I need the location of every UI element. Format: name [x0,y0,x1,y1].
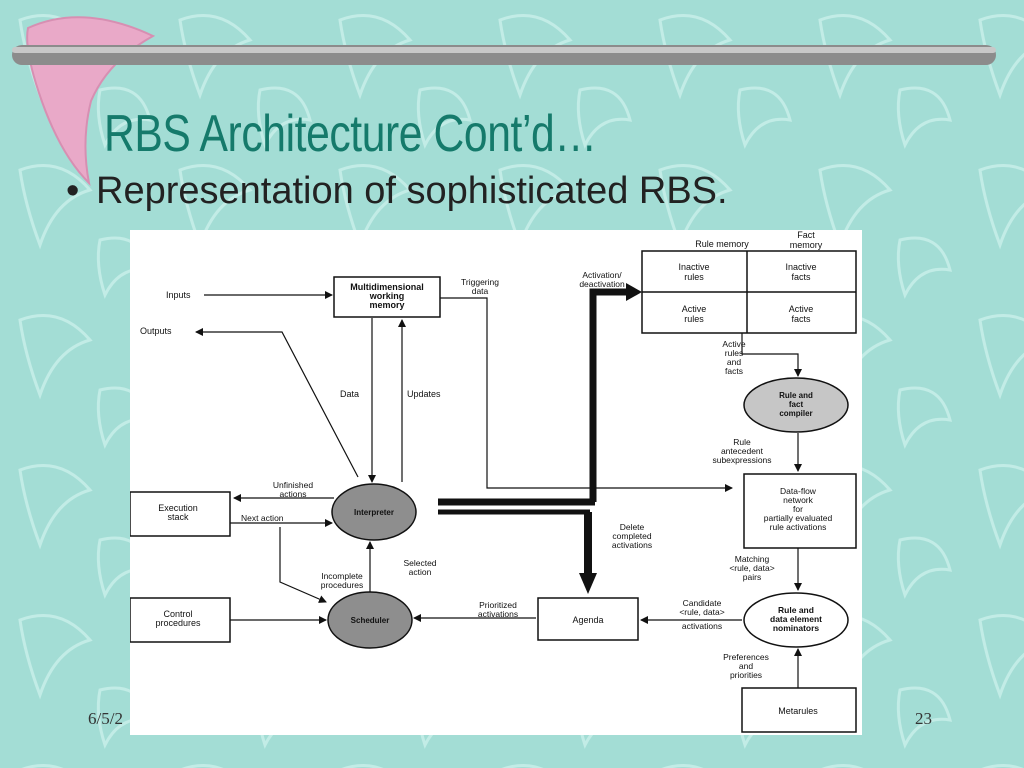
rule-memory-header: Rule memory [695,239,749,249]
outputs-label: Outputs [140,326,172,336]
data-label: Data [340,389,359,399]
activation-label: Activation/deactivation [579,270,625,289]
bullet-item: • Representation of sophisticated RBS. [66,170,728,213]
footer-date: 6/5/2 [88,709,123,728]
inputs-label: Inputs [166,290,191,300]
bullet-marker: • [66,170,80,212]
slide-title: RBS Architecture Cont’d… [104,105,597,163]
agenda-box [537,597,639,641]
nominators-node [743,592,849,648]
agenda-label: Agenda [572,615,603,625]
execution-stack-box [129,491,231,537]
candidate-activations-label: Candidate<rule, data>activations [679,598,724,631]
scheduler-node [327,591,413,649]
scheduler-label: Scheduler [351,616,390,625]
interpreter-label: Interpreter [354,508,394,517]
page-number: 23 [915,709,932,728]
rule-fact-compiler-node [743,377,849,433]
updates-label: Updates [407,389,441,399]
control-procedures-box [129,597,231,643]
working-memory-box [333,276,441,318]
interpreter-node [331,483,417,541]
metarules-label: Metarules [778,706,818,716]
metarules-box [741,687,857,733]
dataflow-network-box [743,473,857,549]
next-action-label: Next action [241,513,284,523]
bullet-text: Representation of sophisticated RBS. [96,170,728,212]
matching-pairs-label: Matching<rule, data>pairs [729,554,774,582]
